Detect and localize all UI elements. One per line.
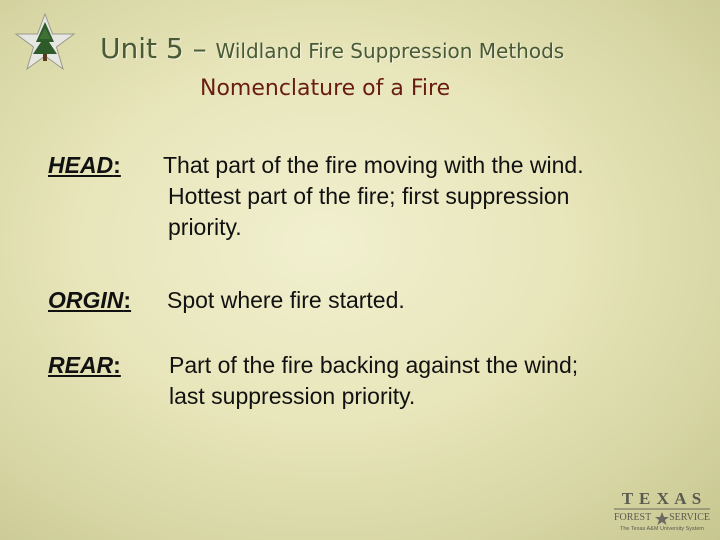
definition-rear: Part of the fire backing against the win… <box>169 350 578 412</box>
title-sub: Wildland Fire Suppression Methods <box>215 39 565 63</box>
term-origin: ORGIN: <box>48 287 131 314</box>
page-title: Unit 5 – Wildland Fire Suppression Metho… <box>100 32 564 65</box>
term-head-label: HEAD <box>48 152 114 178</box>
logo-line-1: T E X A S <box>622 489 703 508</box>
definition-head-line-1: That part of the fire moving with the wi… <box>163 152 584 178</box>
term-rear-label: REAR <box>48 352 114 378</box>
star-icon <box>655 512 669 525</box>
term-origin-colon: : <box>123 287 132 313</box>
definition-rear-line-1: Part of the fire backing against the win… <box>169 352 579 378</box>
definition-origin-line-1: Spot where fire started. <box>167 287 405 313</box>
title-main: Unit 5 – <box>100 32 216 65</box>
page-subtitle: Nomenclature of a Fire <box>200 76 451 101</box>
definition-head: That part of the fire moving with the wi… <box>163 150 584 243</box>
definition-origin: Spot where fire started. <box>167 285 405 316</box>
term-rear-colon: : <box>113 352 121 378</box>
definition-head-line-3: priority. <box>168 214 242 240</box>
logo-line-3: The Texas A&M University System <box>620 526 704 532</box>
star-tree-icon <box>14 12 76 71</box>
term-head-colon: : <box>113 152 121 178</box>
texas-forest-service-logo: T E X A S FOREST SERVICE The Texas A&M U… <box>614 489 710 532</box>
term-head: HEAD: <box>48 152 121 179</box>
definition-head-line-2: Hottest part of the fire; first suppress… <box>168 183 570 209</box>
term-rear: REAR: <box>48 352 121 379</box>
definition-rear-line-2: last suppression priority. <box>169 383 416 409</box>
logo-line-2-right: SERVICE <box>669 512 710 523</box>
term-origin-label: ORGIN <box>48 287 124 313</box>
logo-line-2-left: FOREST <box>614 512 651 523</box>
